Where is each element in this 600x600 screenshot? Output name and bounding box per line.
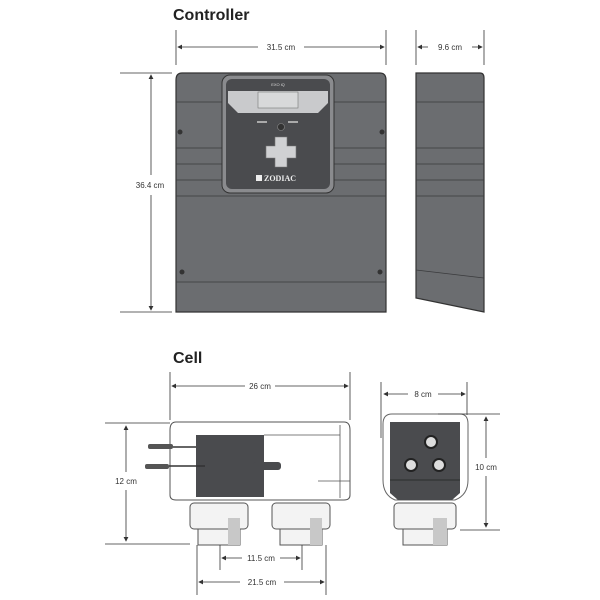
port-spacing-dimension xyxy=(219,545,303,570)
port-spacing-label: 11.5 cm xyxy=(247,554,275,563)
brand-logo: ZODIAC xyxy=(264,174,296,183)
pipe-union-right xyxy=(271,502,331,546)
cable-connector xyxy=(148,444,173,449)
terminal xyxy=(432,458,446,472)
control-panel: EXO iQ ZODIAC xyxy=(221,74,335,194)
controller-front-view: EXO iQ ZODIAC xyxy=(175,72,387,313)
controller-depth-dimension xyxy=(415,30,485,65)
cell-end-view xyxy=(382,413,469,546)
controller-height-dimension xyxy=(120,72,172,313)
controller-height-label: 36.4 cm xyxy=(136,181,165,190)
port-outer-label: 21.5 cm xyxy=(248,578,277,587)
lcd-screen xyxy=(257,91,299,109)
cell-length-label: 26 cm xyxy=(249,382,271,391)
end-width-label: 8 cm xyxy=(414,390,432,399)
terminal xyxy=(424,435,438,449)
electrode-block xyxy=(196,435,264,497)
cell-height-dimension xyxy=(105,422,190,545)
port-outer-dimension xyxy=(196,545,327,595)
sensor-tab xyxy=(253,462,281,470)
cell-height-label: 12 cm xyxy=(115,477,137,486)
controller-width-label: 31.5 cm xyxy=(267,43,296,52)
controller-title: Controller xyxy=(173,7,249,24)
controller-width-dimension xyxy=(175,30,387,65)
cell-length-dimension xyxy=(169,372,351,420)
end-height-label: 10 cm xyxy=(475,463,497,472)
end-height-dimension xyxy=(438,413,500,531)
model-label: EXO iQ xyxy=(271,82,285,87)
controller-depth-label: 9.6 cm xyxy=(438,43,462,52)
led-indicator xyxy=(288,121,298,123)
led-indicator xyxy=(257,121,267,123)
cell-title: Cell xyxy=(173,350,202,367)
directional-pad[interactable] xyxy=(265,136,297,168)
cell-side-view xyxy=(145,421,351,546)
cable-connector xyxy=(145,464,169,469)
power-button[interactable] xyxy=(277,123,285,131)
controller-side-view xyxy=(415,72,485,313)
terminal xyxy=(404,458,418,472)
pipe-union-left xyxy=(189,502,249,546)
zodiac-logo-icon xyxy=(256,175,262,181)
end-width-dimension xyxy=(380,382,468,438)
